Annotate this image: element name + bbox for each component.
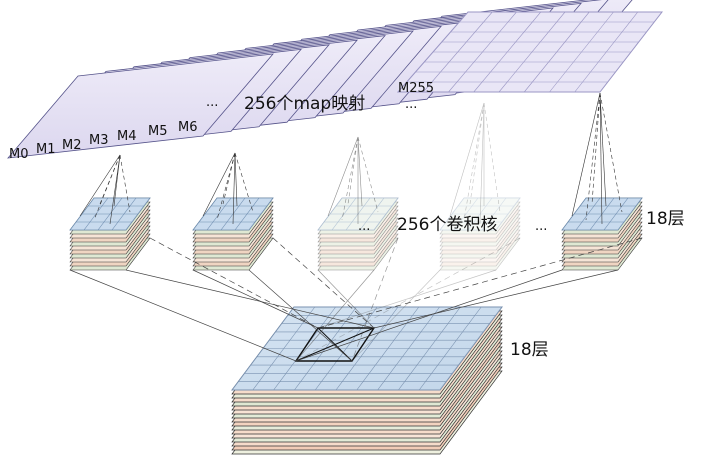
kernel-layer — [439, 221, 521, 255]
input-top-layer — [231, 306, 503, 391]
kernel-top — [439, 197, 521, 231]
kernel-stack — [317, 197, 399, 271]
kernel-to-input-lines — [295, 237, 399, 362]
kernel-to-map-lines — [79, 154, 131, 225]
kernel-layer — [439, 225, 521, 259]
kernel-layer — [439, 201, 521, 235]
kernel-layer — [439, 237, 521, 271]
last-map-ellipsis: ... — [405, 97, 417, 112]
kernel-to-input-lines — [295, 237, 643, 362]
kernel-to-map-lines — [449, 102, 501, 225]
kernel-to-input-lines — [192, 237, 375, 362]
feature-map-sheet — [7, 53, 274, 159]
kernel-layer — [439, 205, 521, 239]
kernel-layer — [439, 229, 521, 263]
kernel-layer-count: 18层 — [646, 209, 685, 229]
kernel-to-map-lines — [327, 136, 379, 224]
kernel-ellipsis-1: ... — [358, 219, 370, 234]
kernel-title: 256个卷积核 — [397, 215, 497, 235]
labels: M0 M1 M2 M3 M4 M5 M6 ... 256个map映射 M255 … — [9, 81, 685, 360]
kernel-stack — [192, 197, 274, 271]
kernel-to-map-lines — [202, 152, 254, 225]
kernel-layer — [439, 233, 521, 267]
kernel-layer — [439, 197, 521, 231]
kernel-top — [69, 197, 151, 231]
kernel-layer — [439, 209, 521, 243]
feature-map-m255 — [396, 11, 664, 93]
input-layer-stack — [231, 306, 503, 455]
input-layer-count: 18层 — [510, 340, 549, 360]
kernel-ellipsis-2: ... — [535, 219, 547, 234]
map-label-m6: M6 — [178, 120, 198, 135]
map-label-m255: M255 — [398, 81, 434, 96]
map-title: 256个map映射 — [244, 94, 365, 114]
map-label-m4: M4 — [117, 129, 137, 144]
map-label-m1: M1 — [36, 142, 56, 157]
kernel-layer — [439, 213, 521, 247]
map-label-m3: M3 — [89, 133, 109, 148]
kernel-stack — [69, 197, 151, 271]
kernel-layer — [439, 217, 521, 251]
connection-lines — [69, 92, 643, 362]
feature-map-stack — [7, 0, 664, 159]
kernel-to-map-lines — [571, 92, 623, 225]
map-label-m0: M0 — [9, 147, 29, 162]
receptive-field-diag — [317, 327, 353, 362]
map-label-m5: M5 — [148, 124, 168, 139]
map-label-m2: M2 — [62, 138, 82, 153]
kernel-to-input-lines — [295, 237, 521, 362]
kernel-stack — [439, 197, 521, 271]
map-ellipsis: ... — [206, 95, 218, 110]
kernel-stacks — [69, 197, 643, 271]
